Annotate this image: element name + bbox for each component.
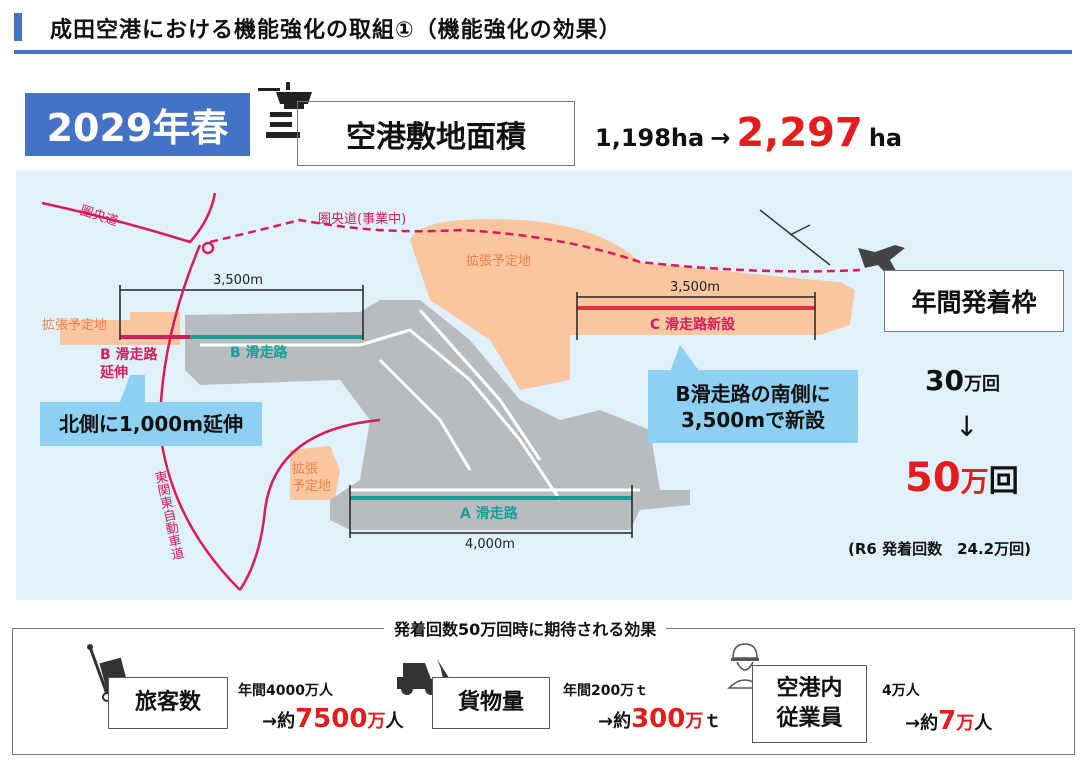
area-before: 1,198ha [595,124,705,152]
employees-label-line-2: 従業員 [776,706,843,731]
value: 300 [631,704,686,734]
b-runway-extension-label-2: 延伸 [100,365,128,381]
unit-red: 万 [685,711,704,732]
site-area-label: 空港敷地面積 [297,101,575,166]
effects-title: 発着回数50万回時に期待される効果 [384,616,667,640]
road-label-ken-o-wip: 圏央道(事業中) [318,212,407,227]
slots-before-number: 30 [925,364,964,397]
cargo-current: 年間200万ｔ [563,683,649,699]
target-year-badge: 2029年春 [25,93,250,156]
c-runway-length: 3,500m [670,280,720,295]
a-runway-length: 4,000m [465,537,515,552]
area-after: 2,297 [736,110,863,156]
prefix: →約 [905,713,939,734]
callout-pointer-south [670,345,700,372]
b-runway-label: B 滑走路 [230,345,288,361]
slots-after-number: 50 [905,455,961,501]
unit: 人 [385,711,404,732]
passengers-current: 年間4000万人 [238,683,333,699]
cargo-label: 貨物量 [432,677,550,729]
prefix: →約 [262,711,296,732]
unit: 人 [974,713,993,734]
title-marker [14,13,22,41]
slots-before-unit: 万回 [963,374,1000,395]
prefix: →約 [598,711,632,732]
callout-pointer-north [120,375,145,402]
arrow: → [710,124,731,152]
expansion-label-south-2: 予定地 [292,479,332,494]
expansion-area-north [410,219,855,390]
b-runway-length: 3,500m [213,273,263,288]
area-unit: ha [868,124,903,152]
expansion-label-west: 拡張予定地 [42,318,108,333]
title-divider [14,50,1072,54]
employees-label: 空港内 従業員 [752,665,867,743]
expansion-label-north: 拡張予定地 [466,254,532,269]
slots-after: 50万回 [905,455,1019,501]
expansion-area-south [290,446,340,500]
down-arrow: ↓ [955,410,979,443]
annual-slots-label: 年間発着枠 [884,270,1064,332]
value: 7 [938,706,957,736]
b-runway-extension-label-1: B 滑走路 [100,347,158,363]
c-runway-callout-line-2: 3,500mで新設 [680,407,826,432]
employees-current: 4万人 [882,683,920,699]
employees-label-line-1: 空港内 [776,676,843,702]
c-runway-callout: B滑走路の南側に 3,500mで新設 [648,370,858,443]
r6-slots-note: (R6 発着回数 24.2万回) [848,540,1031,558]
taxiways [200,309,640,501]
a-runway-label: A 滑走路 [460,506,518,522]
unit-red: 万 [956,713,975,734]
slots-before: 30万回 [925,364,1000,397]
passengers-label: 旅客数 [108,677,228,729]
unit-red: 万 [367,711,386,732]
unit: ｔ [703,711,722,732]
page-title: 成田空港における機能強化の取組①（機能強化の効果） [50,18,622,43]
c-runway-callout-line-1: B滑走路の南側に [675,381,831,406]
c-runway-label: C 滑走路新設 [650,317,736,333]
expansion-label-south-1: 拡張 [292,462,319,477]
value: 7500 [295,704,368,734]
dimension-lines [119,285,816,538]
expressways [41,192,861,591]
airport-grounds [185,300,690,530]
slots-after-unit-2: 回 [988,464,1019,499]
b-runway-callout: 北側に1,000m延伸 [40,402,262,446]
compass-icon [759,209,831,266]
slots-after-unit: 万 [960,465,989,498]
